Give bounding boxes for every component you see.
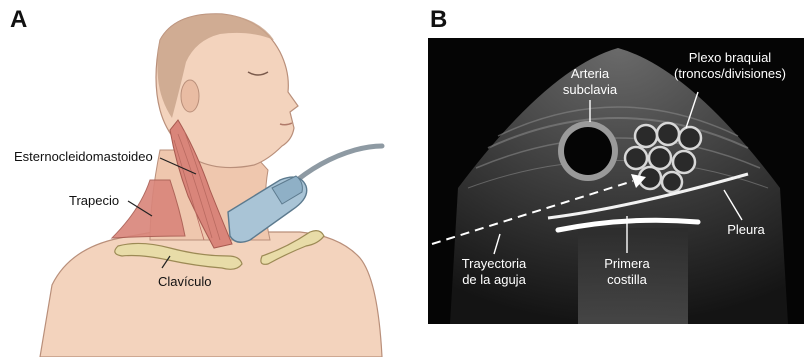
label-needle-line1: Trayectoria [462, 256, 527, 271]
label-rib-line2: costilla [607, 272, 648, 287]
label-pleura: Pleura [727, 222, 765, 237]
label-scm: Esternocleidomastoideo [14, 149, 153, 164]
probe-cable [290, 146, 382, 186]
label-plexus-line2: (troncos/divisiones) [674, 66, 786, 81]
label-artery-line2: subclavia [563, 82, 618, 97]
neck-illustration: Esternocleidomastoideo Trapecio Clavícul… [0, 0, 420, 357]
label-trapezius: Trapecio [69, 193, 119, 208]
torso [40, 226, 382, 357]
label-clavicle: Clavículo [158, 274, 211, 289]
panel-b-letter: B [430, 8, 447, 32]
ear [181, 80, 199, 112]
label-plexus-line1: Plexo braquial [689, 50, 771, 65]
label-artery-line1: Arteria [571, 66, 610, 81]
subclavian-artery [558, 121, 618, 181]
ultrasound-image: Arteria subclavia Plexo braquial (tronco… [428, 38, 804, 324]
ultrasound-panel: Arteria subclavia Plexo braquial (tronco… [428, 38, 804, 324]
label-needle-line2: de la aguja [462, 272, 526, 287]
label-rib-line1: Primera [604, 256, 650, 271]
